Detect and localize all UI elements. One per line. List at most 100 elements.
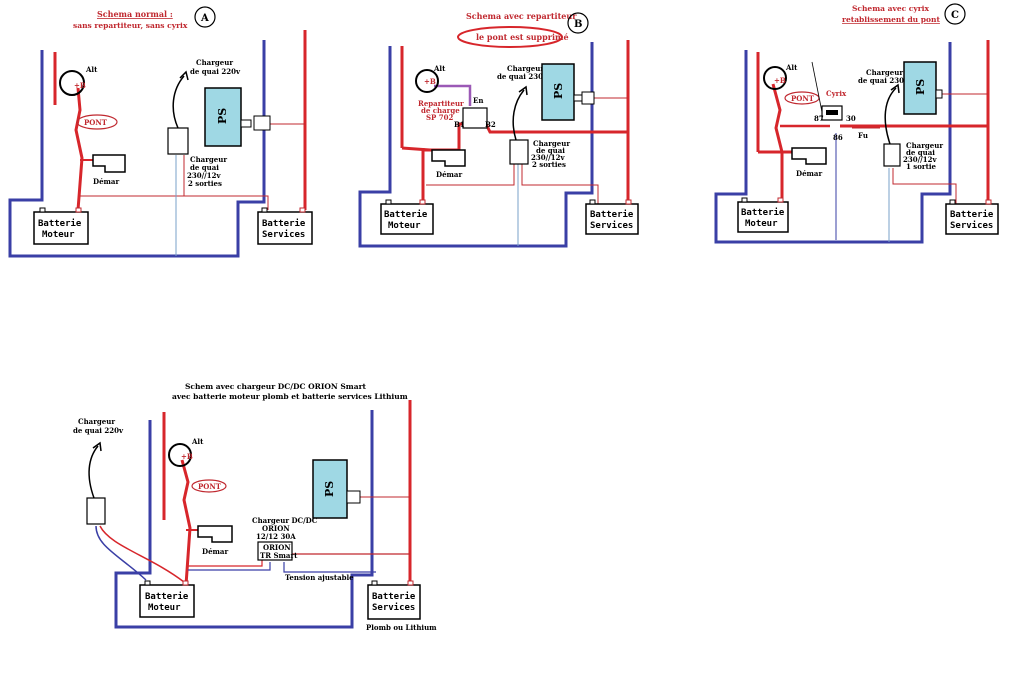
ps-label: PS [552,83,565,99]
charger-box-2: de quai [536,146,565,155]
alternator-en-wire [434,84,472,106]
charger-plug-icon [890,83,900,94]
battery-moteur [737,201,789,233]
diagram-c-badge [944,3,966,25]
battery-moteur [33,211,89,245]
battery-terminal-neg-s [261,207,268,213]
battery-terminal-neg [741,197,748,203]
diagram-b: Alt +B En B1 B2 Repartiteur de charge SP… [358,11,639,248]
diagram-a: Alt +B PONT Démar Chargeur de quai 220v … [8,6,313,258]
battery-moteur-2: Moteur [745,219,778,229]
orion-input-wire [188,556,263,567]
ps-label: PS [323,481,336,497]
alt-label: Alt [85,65,98,74]
starter-icon [431,149,466,167]
alt-label: Alt [191,437,204,446]
rep-1: Repartiteur [418,99,464,108]
battery-services-2: Services [262,229,305,240]
battery-services-2: Services [950,220,993,231]
ps-switch-icon [935,89,943,99]
pont-label: PONT [198,482,222,491]
diagram-b-title-2: le pont est supprimé [476,32,569,42]
battery-services [257,211,313,245]
ps-connector [240,119,252,128]
cyrix-relay-icon [826,110,838,115]
battery-terminal-pos-s [625,199,632,205]
charger-box-2: de quai [906,148,935,157]
charger-top-1: Chargeur [866,68,903,77]
diagram-a-title-1: Schema normal : [97,9,173,19]
ps-label: PS [216,108,229,124]
b2-label: B2 [485,120,496,129]
orion-box-2: TR Smart [260,551,298,560]
title-ellipse [457,26,563,48]
orion-box-1: ORION [263,543,291,552]
charger-top-2: de quai 230v [497,72,548,81]
charger-box-3: 230//12v [903,155,937,164]
negative-wire [358,42,594,248]
charger-top-1: Chargeur [507,64,544,73]
charger-box-1: Chargeur [533,139,570,148]
charger-box-1: Chargeur [190,155,227,164]
charger-box-4: 2 sorties [188,179,222,188]
battery-moteur-1: Batterie [741,207,785,218]
ps-switch-icon [346,490,361,504]
alternator-wire [771,83,784,202]
b1-label: B1 [454,120,465,129]
alternator-icon [59,70,85,96]
diagram-b-title-1: Schema avec repartiteur [466,11,577,21]
negative-wire [114,410,374,629]
charger-plug-icon [92,441,102,452]
orion-neg-wire [188,562,271,571]
charger-plug-icon [179,70,189,81]
battery-terminal-pos [777,197,784,203]
diagram-c-letter: C [951,10,959,21]
thin-red-wire-2 [183,155,269,210]
repartiteur-box [462,107,488,129]
plus-b-label: +B [74,81,86,90]
ps-switch-icon [581,91,595,105]
battery-terminal-neg [144,580,151,586]
battery-terminal-neg-s [949,199,956,205]
battery-terminal-pos [182,580,189,586]
alternator-icon [415,69,439,93]
battery-services-2: Services [590,220,633,231]
charger-top-2: de quai 230v [858,76,909,85]
starter-icon [197,525,233,543]
pont-ellipse [191,479,227,493]
orion-label-1: Chargeur DC/DC [252,516,318,525]
starter-icon [92,154,126,173]
rep-2: de charge [421,106,460,115]
charger-cable [512,89,525,141]
diagram-c: Alt +B PONT Cyrix 87 30 86 Fu Démar Char… [714,3,999,244]
charger-pos-wire [99,525,185,583]
charger-cable [172,75,185,129]
battery-moteur-1: Batterie [145,591,189,602]
charger-top-1: Chargeur [196,58,233,67]
diagram-c-title-2: retablissement du pont [842,15,940,24]
pont-label: PONT [791,94,815,103]
battery-services-1: Batterie [262,218,306,229]
n30-label: 30 [846,114,856,123]
diagram-b-badge [567,12,589,34]
charger-box [167,127,189,155]
charger-box-3: 230//12v [187,171,221,180]
cyrix-label: Cyrix [826,89,847,98]
charger-top-1: Chargeur [78,417,115,426]
tension-label: Tension ajustable [285,573,354,582]
charger-box-1: Chargeur [906,141,943,150]
charger-plug-icon [518,85,528,96]
negative-wire [714,42,952,244]
charger-box-2: de quai [190,163,219,172]
plomb-label: Plomb ou Lithium [366,623,437,632]
alt-label: Alt [785,63,798,72]
charger-cable [884,87,897,145]
battery-terminal-pos-s [299,207,306,213]
charger-box [883,143,901,167]
plus-b-label: +B [424,77,436,86]
battery-services-2: Services [372,602,415,613]
demar-label: Démar [93,177,119,186]
battery-services [585,203,639,235]
rep-3: SP 702 [426,113,453,122]
